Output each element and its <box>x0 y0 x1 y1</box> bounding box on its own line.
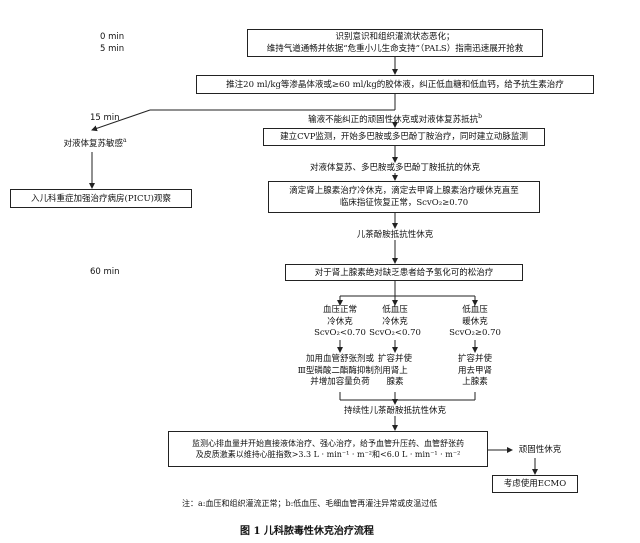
branch3-action-line1: 扩容并使 <box>457 354 492 364</box>
label-fluid-refractory: 输液不能纠正的顽固性休克或对液体复苏抵抗b <box>273 111 517 126</box>
label-fluid-responsive-text: 对液体复苏敏感 <box>63 138 123 149</box>
branch2-action: 扩容并使 用肾上 腺素 <box>370 354 420 389</box>
branch-low-bp-cold: 低血压 冷休克 ScvO₂<0.70 <box>363 305 427 340</box>
branch2-action-line3: 腺素 <box>386 377 404 387</box>
branch3-action-line3: 上腺素 <box>462 377 488 387</box>
box-cvp-dopamine: 建立CVP监测，开始多巴胺或多巴酚丁胺治疗，同时建立动脉监测 <box>263 128 545 146</box>
box-recognize-line2: 维持气道通畅并依据“危重小儿生命支持”（PALS）指南迅速展开抢救 <box>266 44 524 54</box>
box-monitor-line1: 监测心排血量并开始直接液体治疗、强心治疗，给予血管升压药、血管舒张药 <box>192 438 464 448</box>
box-titrate-line2: 临床指征恢复正常，ScvO₂≥0.70 <box>339 198 469 208</box>
time-0min: 0 min <box>100 32 125 42</box>
figure-caption: 图 1 儿科脓毒性休克治疗流程 <box>240 526 374 537</box>
branch1-action-line1: 加用血管舒张剂或 <box>305 354 374 364</box>
time-15min: 15 min <box>90 113 120 123</box>
branch3-title-line1: 低血压 <box>462 305 488 315</box>
box-picu-observe: 入儿科重症加强治疗病房(PICU)观察 <box>10 189 192 208</box>
box-fluid-bolus: 推注20 ml/kg等渗晶体液或≥60 ml/kg的胶体液，纠正低血糖和低血钙，… <box>196 75 594 94</box>
box-titrate-line1: 滴定肾上腺素治疗冷休克，滴定去甲肾上腺素治疗暖休克直至 <box>289 186 519 196</box>
branch1-title-line3: ScvO₂<0.70 <box>314 328 366 338</box>
box-ecmo: 考虑使用ECMO <box>492 475 578 493</box>
label-fluid-responsive: 对液体复苏敏感a <box>40 135 150 150</box>
label-fluid-refractory-text: 输液不能纠正的顽固性休克或对液体复苏抵抗 <box>308 114 479 125</box>
time-60min: 60 min <box>90 267 120 277</box>
branch1-title-line1: 血压正常 <box>322 305 357 315</box>
branch2-title-line3: ScvO₂<0.70 <box>369 328 421 338</box>
branch1-title-line2: 冷休克 <box>327 316 353 327</box>
label-persistent-catecholamine-resistant: 持续性儿茶酚胺抵抗性休克 <box>343 406 446 416</box>
branch2-action-line1: 扩容并使 <box>377 354 412 364</box>
label-fluid-refractory-sup: b <box>478 113 482 120</box>
branch3-title-line2: 暖休克 <box>462 316 488 327</box>
branch3-action-line2: 用去甲肾 <box>457 365 492 376</box>
label-dopamine-resistant: 对液体复苏、多巴胺或多巴酚丁胺抵抗的休克 <box>309 163 480 173</box>
box-monitor-line2: 及皮质激素以维持心脏指数>3.3 L · min⁻¹ · m⁻²和<6.0 L … <box>195 450 461 459</box>
box-titrate-epinephrine: 滴定肾上腺素治疗冷休克，滴定去甲肾上腺素治疗暖休克直至 临床指征恢复正常，Scv… <box>268 181 540 213</box>
label-catecholamine-resistant: 儿茶酚胺抵抗性休克 <box>356 230 434 240</box>
branch1-action-line3: 并增加容量负荷 <box>310 377 370 387</box>
time-5min: 5 min <box>100 44 125 54</box>
branch2-title-line2: 冷休克 <box>382 316 408 327</box>
footnote: 注：a:血压和组织灌流正常；b:低血压、毛细血管再灌注异常或皮温过低 <box>182 499 438 508</box>
box-recognize-and-pals: 识别意识和组织灌流状态恶化； 维持气道通畅并依据“危重小儿生命支持”（PALS）… <box>247 29 543 57</box>
branch2-title-line1: 低血压 <box>382 305 408 315</box>
box-hydrocortisone: 对于肾上腺素绝对缺乏患者给予氢化可的松治疗 <box>285 264 523 281</box>
box-monitor-cardiac-output: 监测心排血量并开始直接液体治疗、强心治疗，给予血管升压药、血管舒张药 及皮质激素… <box>168 431 488 467</box>
box-recognize-line1: 识别意识和组织灌流状态恶化； <box>335 32 455 42</box>
branch1-action-line2: Ⅲ型磷酸二酯酶抑制剂 <box>297 365 383 376</box>
branch-low-bp-warm: 低血压 暖休克 ScvO₂≥0.70 <box>443 305 507 340</box>
label-refractory-shock: 顽固性休克 <box>518 445 562 455</box>
branch-normal-bp-cold: 血压正常 冷休克 ScvO₂<0.70 <box>308 305 372 340</box>
branch3-action: 扩容并使 用去甲肾 上腺素 <box>450 354 500 389</box>
branch2-action-line2: 用肾上 <box>382 365 408 376</box>
branch1-action: 加用血管舒张剂或 Ⅲ型磷酸二酯酶抑制剂 并增加容量负荷 <box>288 354 392 389</box>
label-fluid-responsive-sup: a <box>122 137 127 144</box>
branch3-title-line3: ScvO₂≥0.70 <box>449 328 501 338</box>
